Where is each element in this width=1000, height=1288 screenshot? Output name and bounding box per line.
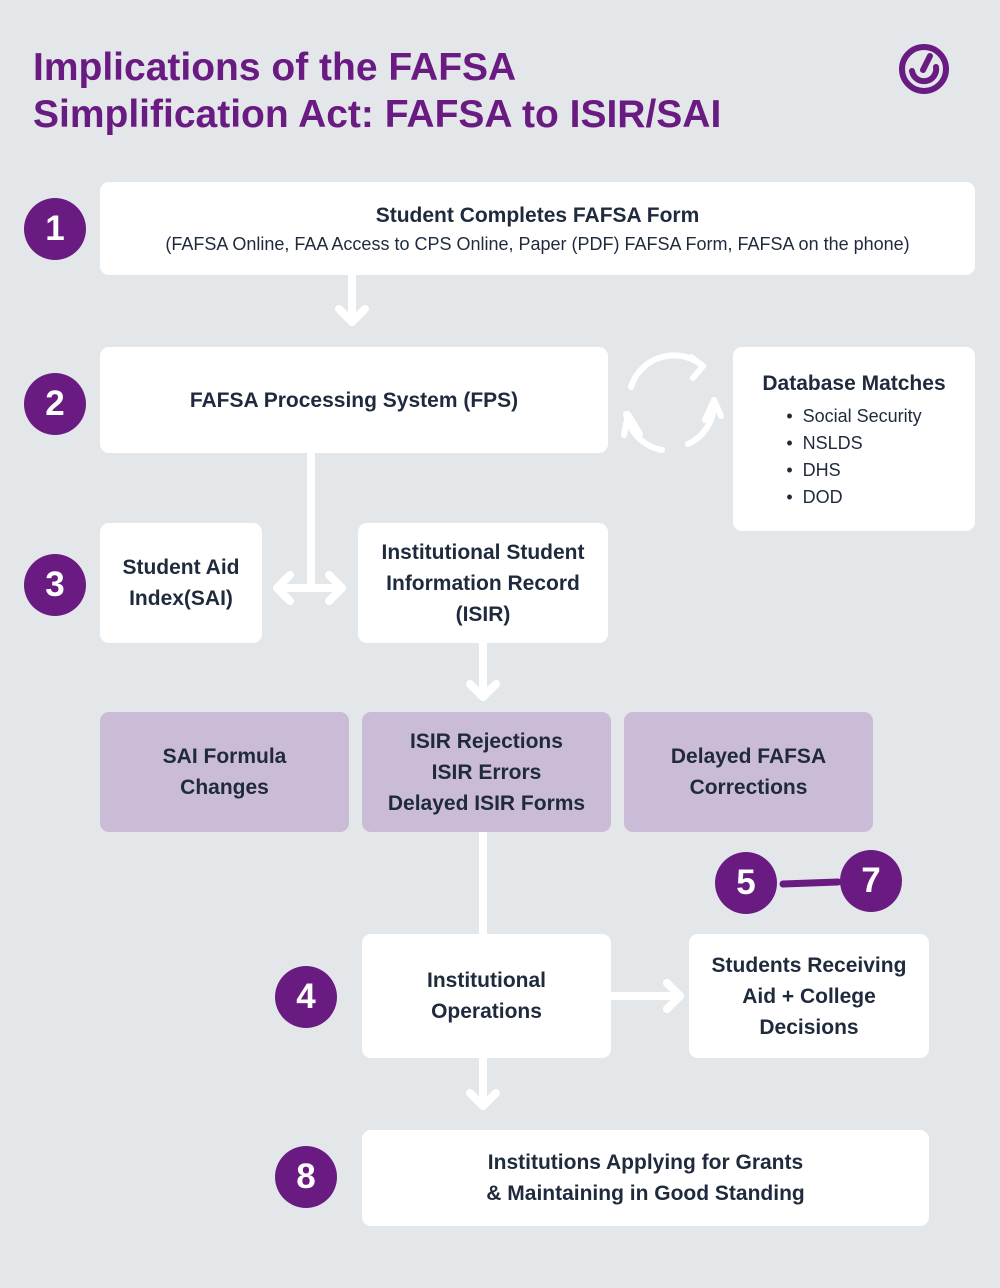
sai-line-1: Student Aid [122, 556, 240, 579]
students-receiving-line-1: Students Receiving [711, 953, 907, 977]
institutional-operations-node: Institutional Operations [362, 934, 611, 1058]
delayed-corrections-line-1: Delayed FAFSA [670, 745, 827, 768]
isir-line-1: Institutional Student [381, 540, 585, 564]
title-line-1: Implications of the FAFSA [33, 46, 517, 89]
isir-issues-node: ISIR Rejections ISIR Errors Delayed ISIR… [362, 712, 611, 832]
page-title: Implications of the FAFSA Simplification… [33, 44, 721, 138]
delayed-corrections-node: Delayed FAFSA Corrections [624, 712, 873, 832]
fafsa-form-node: Student Completes FAFSA Form (FAFSA Onli… [100, 182, 975, 275]
isir-line-2: Information Record [386, 571, 580, 595]
database-matches-list: Social Security NSLDS DHS DOD [786, 403, 922, 511]
database-item: Social Security [786, 403, 922, 430]
institutions-grants-node: Institutions Applying for Grants & Maint… [362, 1130, 929, 1226]
database-matches-node: Database Matches Social Security NSLDS D… [733, 347, 975, 531]
database-item: NSLDS [786, 430, 921, 457]
students-receiving-line-2: Aid + College [742, 984, 876, 1008]
step-4-badge: 4 [275, 966, 337, 1028]
title-line-2: Simplification Act: FAFSA to ISIR/SAI [33, 93, 722, 136]
institutions-grants-line-2: & Maintaining in Good Standing [486, 1182, 805, 1205]
sai-line-2: Index(SAI) [129, 587, 233, 610]
fafsa-form-methods: (FAFSA Online, FAA Access to CPS Online,… [165, 234, 910, 254]
students-receiving-node: Students Receiving Aid + College Decisio… [689, 934, 929, 1058]
line-step5-to-step7 [779, 878, 842, 888]
fps-title: FAFSA Processing System (FPS) [189, 388, 519, 412]
power-circle-logo-icon [899, 44, 949, 94]
step-2-badge: 2 [24, 373, 86, 435]
sai-formula-line-1: SAI Formula [162, 745, 287, 768]
isir-issues-line-1: ISIR Rejections [410, 729, 563, 753]
isir-line-3: (ISIR) [455, 602, 511, 626]
delayed-corrections-line-2: Corrections [689, 776, 808, 799]
database-item: DHS [786, 457, 921, 484]
step-7-badge: 7 [840, 850, 902, 912]
database-item: DOD [786, 484, 921, 511]
step-1-badge: 1 [24, 198, 86, 260]
isir-issues-line-2: ISIR Errors [431, 760, 542, 784]
sai-node: Student Aid Index(SAI) [100, 523, 262, 643]
sai-formula-line-2: Changes [180, 776, 269, 799]
database-matches-title: Database Matches [762, 371, 946, 395]
isir-node: Institutional Student Information Record… [358, 523, 608, 643]
students-receiving-line-3: Decisions [759, 1015, 859, 1039]
step-5-badge: 5 [715, 852, 777, 914]
cycle-arrows-icon [621, 352, 724, 453]
operations-line-2: Operations [431, 1000, 542, 1023]
step-8-badge: 8 [275, 1146, 337, 1208]
step-3-badge: 3 [24, 554, 86, 616]
sai-formula-changes-node: SAI Formula Changes [100, 712, 349, 832]
fafsa-form-title: Student Completes FAFSA Form [375, 204, 700, 227]
fps-node: FAFSA Processing System (FPS) [100, 347, 608, 453]
institutions-grants-line-1: Institutions Applying for Grants [487, 1151, 804, 1174]
operations-line-1: Institutional [427, 969, 546, 992]
isir-issues-line-3: Delayed ISIR Forms [387, 791, 586, 815]
